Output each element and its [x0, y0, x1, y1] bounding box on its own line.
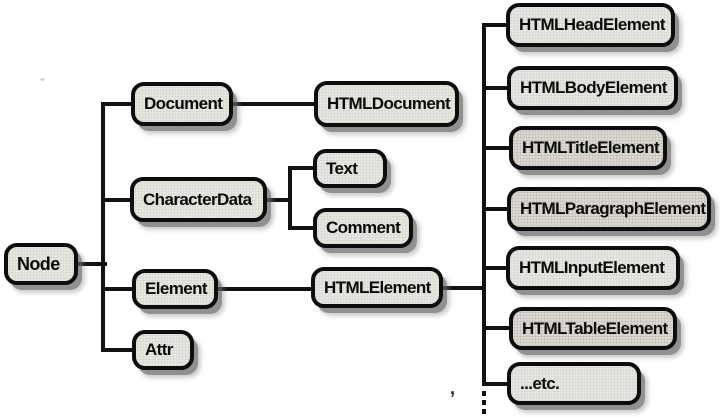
node-box-htmlelement: HTMLElement — [311, 267, 443, 308]
node-box-htmltitleelement: HTMLTitleElement — [509, 126, 667, 170]
node-box-htmlheadelement: HTMLHeadElement — [506, 3, 675, 47]
connector-spine-continuation-dotted — [482, 391, 486, 418]
node-label: HTMLInputElement — [519, 258, 665, 277]
node-box-comment: Comment — [313, 208, 413, 248]
stray-comma-mark: , — [450, 378, 456, 398]
scan-speck — [40, 78, 45, 81]
node-box-document: Document — [131, 82, 233, 126]
connector-node-spine — [101, 102, 105, 352]
node-box-htmlbodyelement: HTMLBodyElement — [507, 66, 678, 110]
node-label: HTMLTableElement — [522, 318, 668, 338]
node-label: HTMLDocument — [327, 94, 451, 113]
node-label: ...etc. — [520, 373, 560, 393]
connector-characterdata-to-spine — [267, 198, 292, 202]
node-box-htmlinputelement: HTMLInputElement — [506, 246, 680, 290]
node-box-characterdata: CharacterData — [130, 177, 267, 222]
connector-branch-text — [288, 166, 313, 170]
node-label: HTMLHeadElement — [519, 15, 666, 34]
node-label: Text — [326, 158, 358, 178]
connector-node-to-spine — [77, 262, 107, 266]
connector-branch-htmlheadelement — [482, 23, 506, 27]
node-box-etc: ...etc. — [507, 362, 641, 405]
node-box-htmldocument: HTMLDocument — [314, 81, 459, 127]
node-label: HTMLElement — [324, 277, 431, 297]
node-label: Node — [17, 253, 60, 274]
connector-characterdata-spine — [288, 166, 292, 230]
node-box-htmlparagraphelement: HTMLParagraphElement — [507, 187, 711, 231]
node-box-attr: Attr — [132, 330, 194, 370]
node-label: HTMLBodyElement — [520, 78, 667, 97]
node-label: Attr — [145, 340, 173, 359]
connector-branch-htmlinputelement — [482, 266, 506, 270]
connector-branch-htmltableelement — [482, 326, 509, 330]
node-label: Document — [144, 94, 223, 113]
connector-htmlelement-to-spine — [443, 286, 486, 290]
node-box-node: Node — [4, 243, 78, 285]
node-box-htmltableelement: HTMLTableElement — [509, 307, 677, 350]
node-label: Comment — [326, 218, 401, 237]
connector-branch-document — [101, 102, 131, 106]
connector-htmlelement-spine — [482, 23, 486, 386]
node-label: HTMLTitleElement — [522, 138, 660, 157]
connector-branch-htmltitleelement — [482, 146, 509, 150]
node-label: HTMLParagraphElement — [520, 199, 706, 218]
connector-element-htmlelement — [218, 287, 311, 291]
connector-document-htmldocument — [233, 102, 314, 106]
connector-branch-element — [101, 287, 132, 291]
node-box-element: Element — [132, 269, 218, 309]
connector-branch-characterdata — [101, 198, 130, 202]
connector-branch-attr — [101, 348, 132, 352]
connector-branch-etc — [482, 382, 507, 386]
connector-branch-htmlbodyelement — [482, 86, 507, 90]
connector-branch-comment — [288, 226, 313, 230]
node-label: CharacterData — [143, 189, 252, 209]
connector-branch-htmlparagraphelement — [482, 207, 507, 211]
node-label: Element — [145, 279, 208, 298]
node-box-text: Text — [313, 149, 387, 188]
